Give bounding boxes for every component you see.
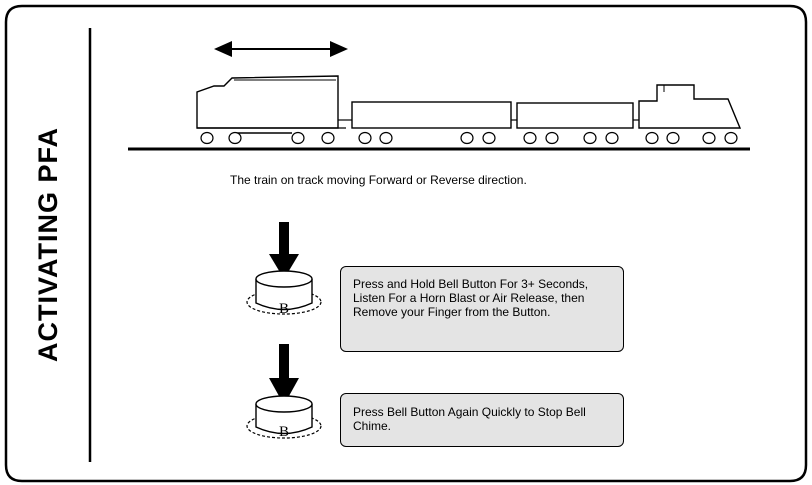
step-2-callout: Press Bell Button Again Quickly to Stop … [340,393,624,447]
bell-button-icon [246,270,322,315]
direction-arrow-icon [214,41,348,57]
train-cars [196,75,742,134]
locomotive-icon [196,75,352,134]
step-1-instruction: Press and Hold Bell Button For 3+ Second… [353,277,589,319]
wheels [200,131,738,145]
bell-button-label: B [279,301,289,317]
train-caption: The train on track moving Forward or Rev… [230,173,527,187]
boxcar-1-icon [351,101,512,129]
train-illustration [128,41,750,151]
step-1-callout: Press and Hold Bell Button For 3+ Second… [340,266,624,352]
press-arrow-icon [269,222,299,279]
caboose-icon [638,84,742,129]
press-arrow-icon [269,344,299,405]
boxcar-2-icon [516,102,634,129]
bell-button-label: B [279,424,289,440]
step-2-instruction: Press Bell Button Again Quickly to Stop … [353,405,586,433]
bell-button-icon [246,395,322,439]
